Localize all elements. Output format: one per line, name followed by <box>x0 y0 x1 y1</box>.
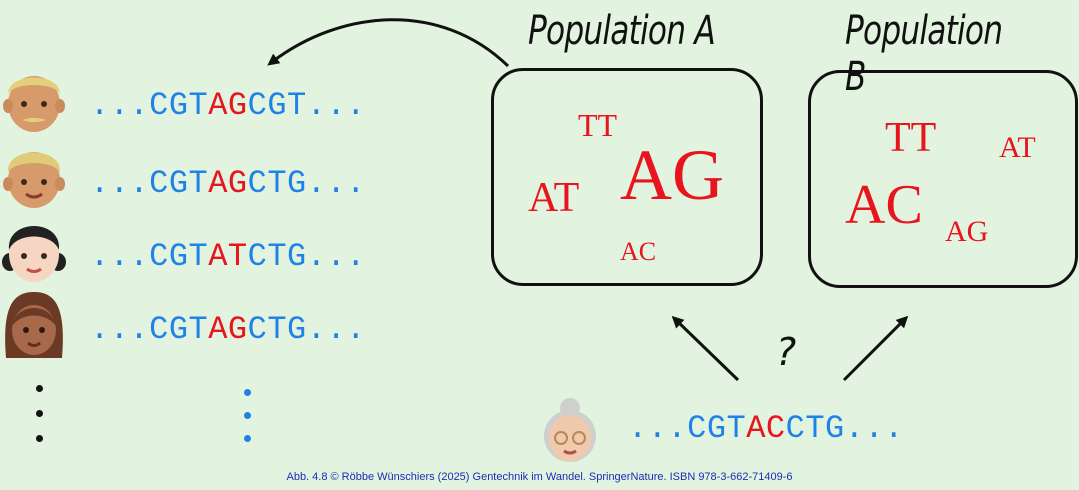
sequence-prefix: ...CGT <box>90 311 209 348</box>
sequence-suffix: CTG... <box>247 165 366 202</box>
allele-b-ag: AG <box>945 215 989 248</box>
arrow-to-population-a <box>671 315 740 382</box>
sequence-suffix: CTG... <box>247 311 366 348</box>
allele-b-at: AT <box>999 131 1036 164</box>
population-b-box: TT AT AC AG <box>808 70 1078 288</box>
sequence-row: ...CGTATCTG... <box>90 241 366 273</box>
snp-allele: AT <box>208 238 248 275</box>
snp-allele: AC <box>746 410 786 447</box>
allele-a-tt: TT <box>578 107 618 143</box>
population-b-title: Population B <box>845 8 1003 100</box>
population-a-title: Population A <box>528 8 716 54</box>
sequence-row: ...CGTAGCGT... <box>90 90 366 122</box>
sequence-prefix: ...CGT <box>90 87 209 124</box>
grandmother-icon <box>544 398 596 462</box>
blond-boy-icon <box>3 152 65 208</box>
figure-credit: Abb. 4.8 © Röbbe Wünschiers (2025) Gente… <box>286 471 793 483</box>
woman-icon <box>5 292 63 358</box>
allele-a-ac: AC <box>620 237 657 266</box>
allele-a-ag: AG <box>620 135 724 215</box>
sequence-prefix: ...CGT <box>628 410 747 447</box>
sequence-suffix: CTG... <box>247 238 366 275</box>
arrow-to-population-b <box>842 315 909 382</box>
snp-allele: AG <box>208 87 248 124</box>
snp-allele: AG <box>208 165 248 202</box>
question-mark: ? <box>776 330 797 374</box>
girl-icon <box>2 226 66 282</box>
sequence-row: ...CGTAGCTG... <box>90 314 366 346</box>
sequence-suffix: CTG... <box>785 410 904 447</box>
older-man-icon <box>3 76 65 132</box>
sequence-row: ...CGTAGCTG... <box>90 168 366 200</box>
sequence-prefix: ...CGT <box>90 165 209 202</box>
allele-b-ac: AC <box>845 174 923 236</box>
allele-a-at: AT <box>528 175 580 221</box>
ancestor-sequence-row: ...CGTACCTG... <box>628 413 904 445</box>
allele-b-tt: TT <box>885 115 937 161</box>
sequence-suffix: CGT... <box>247 87 366 124</box>
sequence-prefix: ...CGT <box>90 238 209 275</box>
snp-allele: AG <box>208 311 248 348</box>
population-a-box: TT AG AT AC <box>491 68 763 286</box>
curved-arrow-to-individuals <box>267 18 510 68</box>
